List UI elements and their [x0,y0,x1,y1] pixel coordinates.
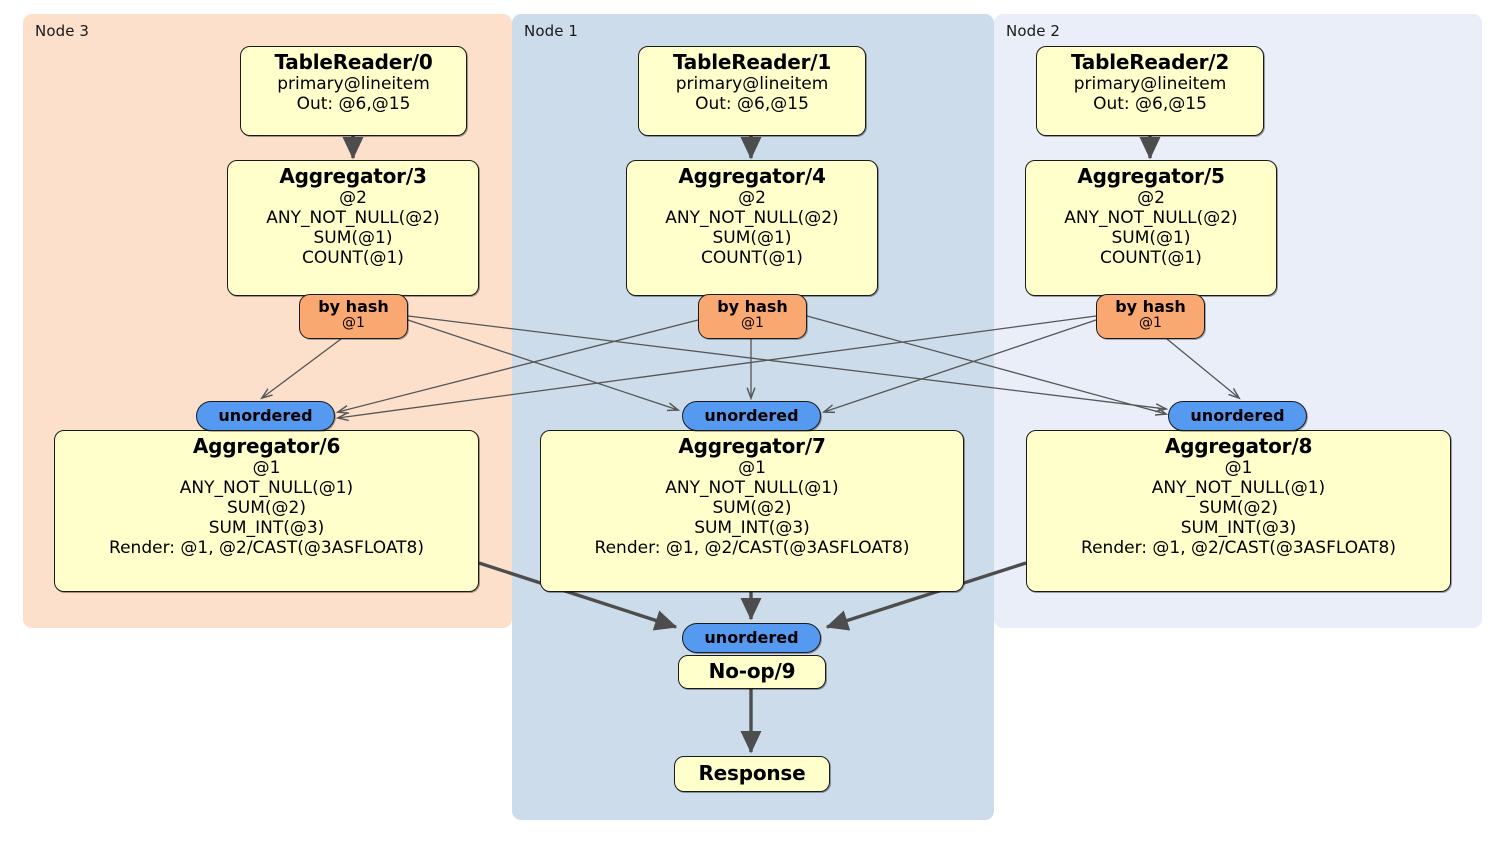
router-label: unordered [704,406,799,425]
processor-detail-line: SUM(@1) [313,228,393,249]
router-column: @1 [342,314,365,331]
processor-detail-line: ANY_NOT_NULL(@1) [1151,478,1326,499]
processor-detail-line: Render: @1, @2/CAST(@3ASFLOAT8) [594,537,910,558]
processor-detail-line: SUM_INT(@3) [1180,518,1297,539]
router-byhash5[interactable]: by hash@1 [1096,294,1205,339]
processor-detail-line: SUM(@2) [712,498,792,519]
processor-noop9[interactable]: No-op/9 [678,655,826,689]
processor-detail-line: SUM_INT(@3) [208,518,325,539]
processor-detail-line: Out: @6,@15 [296,94,411,115]
router-column: @1 [1139,314,1162,331]
processor-detail-line: ANY_NOT_NULL(@2) [1064,208,1238,229]
processor-title: TableReader/0 [274,50,433,74]
processor-detail-line: SUM(@2) [227,498,306,519]
router-unordered7[interactable]: unordered [682,401,821,431]
router-label: by hash [717,297,788,316]
router-byhash4[interactable]: by hash@1 [698,294,807,339]
processor-detail-line: Out: @6,@15 [695,94,809,115]
processor-detail-line: SUM(@2) [1199,498,1278,519]
processor-detail-line: ANY_NOT_NULL(@1) [179,478,354,499]
router-byhash3[interactable]: by hash@1 [299,294,408,339]
router-label: unordered [704,628,799,647]
processor-title: No-op/9 [708,659,796,684]
processor-detail-line: COUNT(@1) [701,248,803,269]
processor-detail-line: Render: @1, @2/CAST(@3ASFLOAT8) [1081,537,1396,558]
processor-detail-line: @1 [738,458,766,479]
processor-title: Aggregator/5 [1077,164,1225,188]
processor-detail-line: @1 [252,458,281,479]
processor-title: Aggregator/8 [1164,434,1313,458]
processor-detail-line: primary@lineitem [675,74,829,95]
processor-title: Aggregator/4 [678,164,826,188]
router-label: unordered [218,406,313,425]
router-unordered6[interactable]: unordered [196,401,335,431]
node-panel-label-node3: Node 3 [35,22,90,40]
processor-detail-line: @2 [1137,188,1165,209]
router-unordered9[interactable]: unordered [682,623,821,653]
router-label: by hash [1115,297,1186,316]
processor-detail-line: ANY_NOT_NULL(@2) [665,208,839,229]
processor-detail-line: @2 [339,188,367,209]
processor-detail-line: ANY_NOT_NULL(@2) [266,208,440,229]
router-unordered8[interactable]: unordered [1168,401,1307,431]
processor-response[interactable]: Response [674,756,830,792]
processor-detail-line: SUM_INT(@3) [694,518,810,539]
processor-title: Aggregator/7 [678,434,826,458]
processor-detail-line: Out: @6,@15 [1093,94,1207,115]
processor-detail-line: SUM(@1) [712,228,792,249]
processor-title: Response [698,761,806,786]
router-column: @1 [741,314,764,331]
processor-title: TableReader/1 [672,50,832,74]
router-label: unordered [1190,406,1285,425]
processor-detail-line: primary@lineitem [277,74,430,95]
node-panel-label-node2: Node 2 [1006,22,1061,40]
router-label: by hash [318,297,389,316]
processor-detail-line: primary@lineitem [1073,74,1227,95]
processor-detail-line: SUM(@1) [1111,228,1191,249]
processor-detail-line: COUNT(@1) [1100,248,1202,269]
processor-title: Aggregator/6 [192,434,341,458]
processor-detail-line: ANY_NOT_NULL(@1) [665,478,839,499]
processor-title: TableReader/2 [1070,50,1230,74]
node-panel-label-node1: Node 1 [524,22,579,40]
processor-title: Aggregator/3 [279,164,427,188]
processor-detail-line: @1 [1224,458,1253,479]
processor-detail-line: COUNT(@1) [302,248,404,269]
processor-detail-line: Render: @1, @2/CAST(@3ASFLOAT8) [109,537,424,558]
processor-detail-line: @2 [738,188,766,209]
